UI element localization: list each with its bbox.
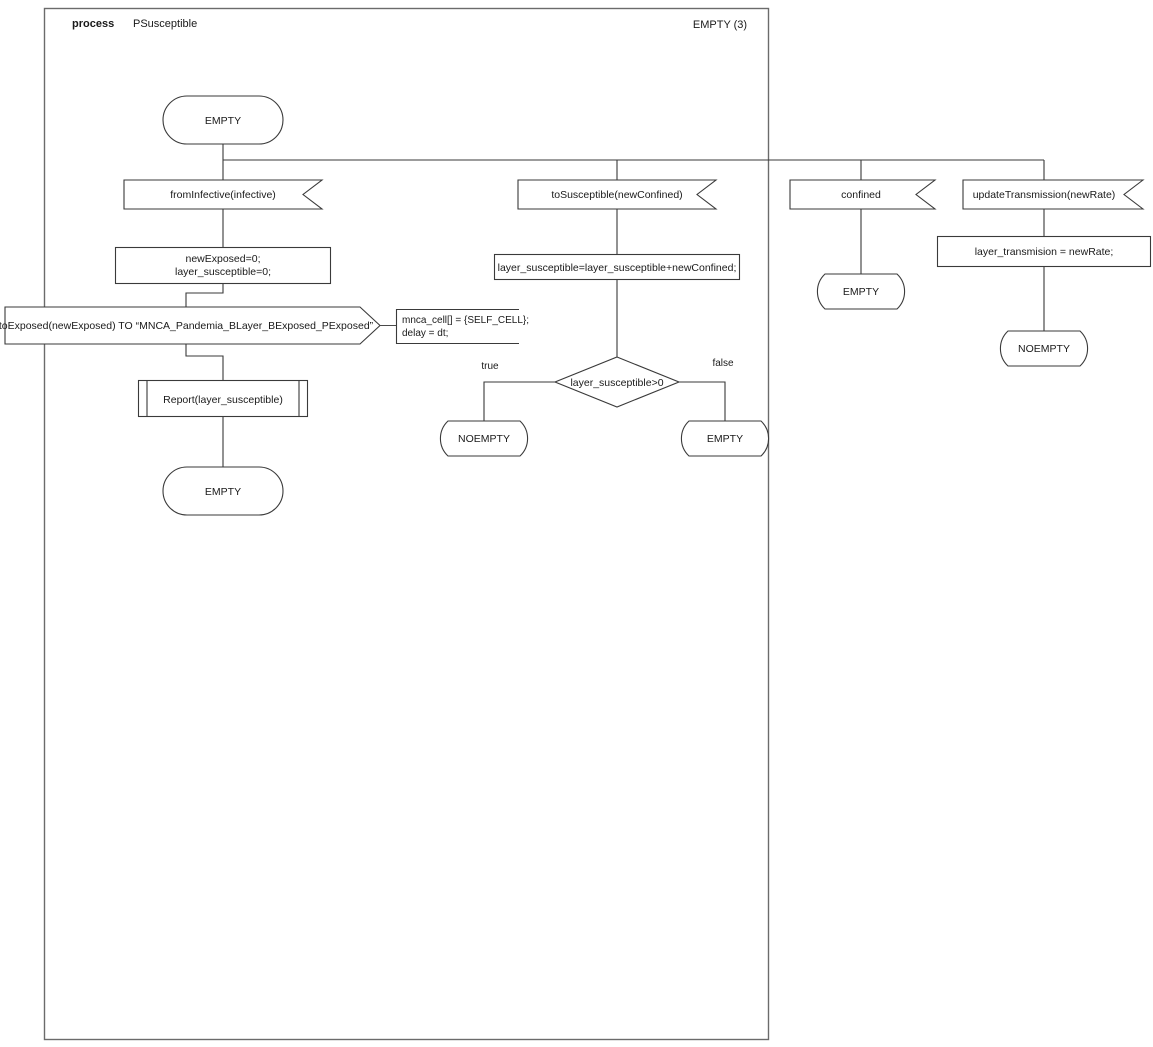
- procedure-call-report[interactable]: Report(layer_susceptible): [137, 379, 309, 418]
- process-name: PSusceptible: [133, 18, 197, 30]
- task-set-transmision-label: layer_transmision = newRate;: [975, 246, 1114, 258]
- task-accumulate-susceptible[interactable]: layer_susceptible=layer_susceptible+newC…: [493, 253, 741, 281]
- branch-to-susceptible: toSusceptible(newConfined) layer_suscept…: [439, 179, 770, 457]
- state-empty-after-confined-label: EMPTY: [843, 286, 879, 298]
- branch-from-infective: fromInfective(infective) newExposed=0; l…: [0, 179, 529, 516]
- input-to-susceptible[interactable]: toSusceptible(newConfined): [517, 179, 718, 210]
- task-accumulate-susceptible-label: layer_susceptible=layer_susceptible+newC…: [498, 262, 737, 274]
- task-set-transmision[interactable]: layer_transmision = newRate;: [936, 235, 1152, 268]
- decision-false-label: false: [712, 358, 734, 369]
- input-from-infective[interactable]: fromInfective(infective): [123, 179, 324, 210]
- procedure-call-report-label: Report(layer_susceptible): [163, 394, 283, 406]
- state-empty-false-label: EMPTY: [707, 433, 743, 445]
- input-confined[interactable]: confined: [789, 179, 937, 210]
- output-to-exposed[interactable]: toExposed(newExposed) TO “MNCA_Pandemia_…: [0, 306, 381, 345]
- comment-mnca-cell-line2: delay = dt;: [402, 328, 448, 339]
- process-frame: [43, 7, 770, 1041]
- input-update-transmission-label: updateTransmission(newRate): [973, 189, 1116, 201]
- task-reset-counters-line1: newExposed=0;: [185, 253, 260, 265]
- state-noempty-after-transmission-label: NOEMPTY: [1018, 343, 1070, 355]
- start-state-node[interactable]: EMPTY: [162, 95, 284, 145]
- output-to-exposed-label: toExposed(newExposed) TO “MNCA_Pandemia_…: [0, 320, 374, 332]
- process-keyword: process: [72, 18, 114, 30]
- branch-confined: confined EMPTY: [789, 179, 937, 310]
- task-reset-counters-line2: layer_susceptible=0;: [175, 266, 271, 278]
- decision-layer-susceptible[interactable]: layer_susceptible>0: [553, 356, 681, 408]
- start-state-label: EMPTY: [205, 115, 241, 127]
- branch-update-transmission: updateTransmission(newRate) layer_transm…: [936, 179, 1152, 367]
- state-noempty-after-transmission[interactable]: NOEMPTY: [999, 330, 1089, 367]
- comment-mnca-cell: mnca_cell[] = {SELF_CELL}; delay = dt;: [395, 308, 529, 345]
- comment-mnca-cell-line1: mnca_cell[] = {SELF_CELL};: [402, 315, 529, 326]
- input-to-susceptible-label: toSusceptible(newConfined): [551, 189, 682, 201]
- decision-true-label: true: [481, 361, 499, 372]
- branch-distribution-connectors: [222, 144, 1045, 180]
- state-empty-after-confined[interactable]: EMPTY: [816, 273, 906, 310]
- state-empty-false[interactable]: EMPTY: [680, 420, 770, 457]
- decision-layer-susceptible-label: layer_susceptible>0: [570, 377, 663, 389]
- input-update-transmission[interactable]: updateTransmission(newRate): [962, 179, 1145, 210]
- task-reset-counters[interactable]: newExposed=0; layer_susceptible=0;: [114, 246, 332, 285]
- input-confined-label: confined: [841, 189, 881, 201]
- state-counter-label: EMPTY (3): [693, 19, 747, 31]
- state-empty-after-report-label: EMPTY: [205, 486, 241, 498]
- state-empty-after-report[interactable]: EMPTY: [162, 466, 284, 516]
- state-noempty-true-label: NOEMPTY: [458, 433, 510, 445]
- state-noempty-true[interactable]: NOEMPTY: [439, 420, 529, 457]
- input-from-infective-label: fromInfective(infective): [170, 189, 276, 201]
